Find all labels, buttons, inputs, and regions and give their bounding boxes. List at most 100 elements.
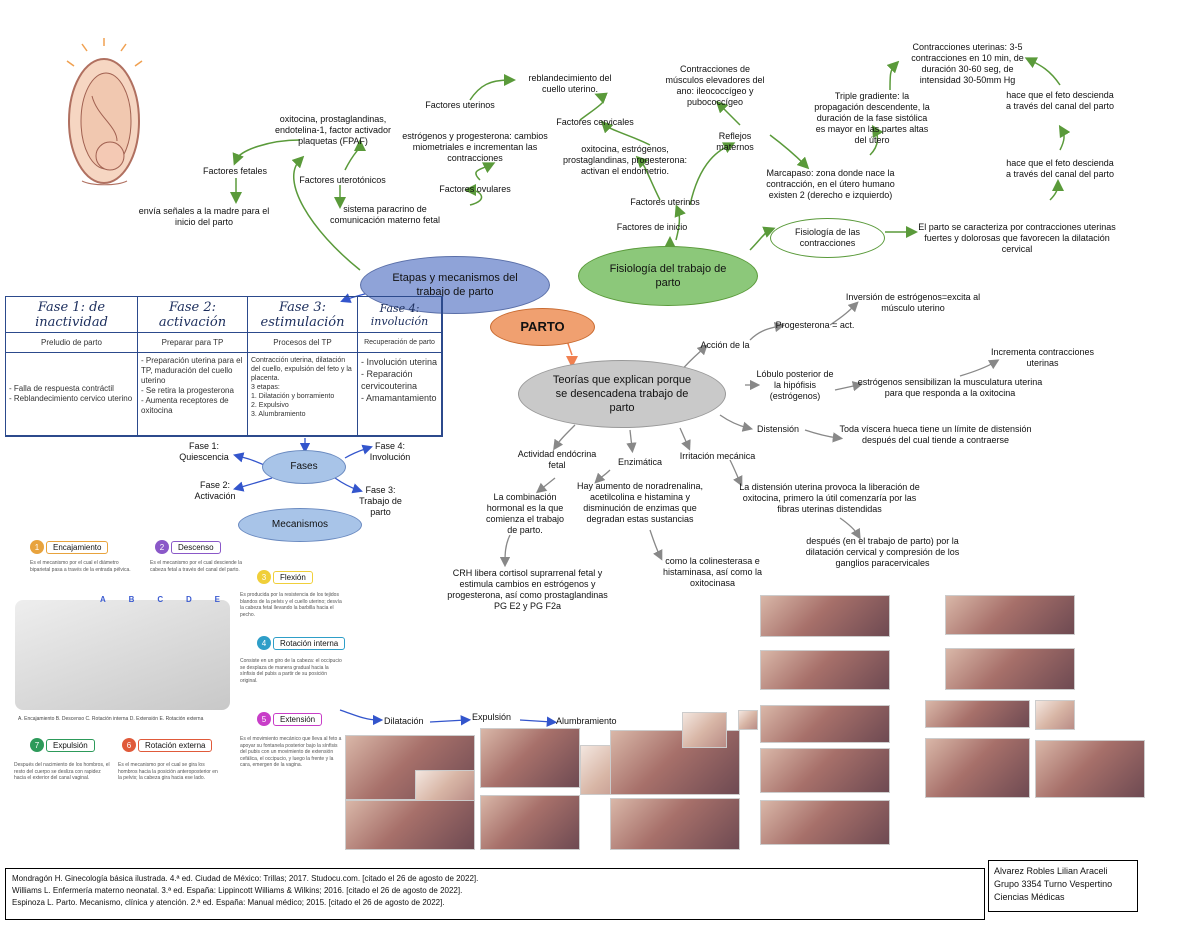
birth-image-14 (760, 800, 890, 845)
node-fisiologia: Fisiología del trabajo de parto (578, 246, 758, 306)
mecanismos-legend: A. Encajamiento B. Descenso C. Rotación … (18, 716, 204, 722)
reference-2: Williams L. Enfermería materno neonatal.… (12, 886, 463, 895)
author-group: Grupo 3354 Turno Vespertino (994, 879, 1113, 889)
hace-descender-1: hace que el feto descienda a través del … (1005, 90, 1115, 111)
mecanismo-step-label-6: Rotación externa (138, 739, 213, 752)
birth-image-19 (1035, 700, 1075, 730)
factores-uterinos-top: Factores uterinos (425, 100, 495, 110)
mecanismo-step-label-3: Flexión (273, 571, 313, 584)
factores-inicio: Factores de inicio (616, 222, 688, 232)
node-fisiologia-contracciones: Fisiología de las contracciones (770, 218, 885, 258)
letter-b: B (128, 595, 135, 604)
mecanismo-step-label-5: Extensión (273, 713, 323, 726)
envia-senales: envía señales a la madre para el inicio … (138, 206, 270, 227)
birth-image-2 (415, 770, 475, 802)
distension-uterina: La distensión uterina provoca la liberac… (739, 482, 920, 514)
fase-4-label: Fase 4: Involución (369, 441, 411, 462)
mecanismo-step-text-1: Es el mecanismo por el cual el diámetro … (30, 560, 131, 573)
letter-a: A (100, 595, 106, 604)
node-teorias-label: Teorías que explican porque se desencade… (552, 374, 692, 414)
mecanismos-letters: A B C D E (100, 595, 220, 609)
birth-image-20 (925, 738, 1030, 798)
birth-image-15 (738, 710, 758, 730)
references-box: Mondragón H. Ginecología básica ilustrad… (5, 868, 985, 920)
estrogenos-sensibilizan: estrógenos sensibilizan la musculatura u… (857, 377, 1043, 398)
node-mecanismos-label: Mecanismos (271, 519, 329, 530)
despues: después (en el trabajo de parto) por la … (805, 536, 960, 568)
birth-image-12 (760, 705, 890, 743)
letter-e: E (214, 595, 220, 604)
mecanismos-pelvis-image (15, 600, 230, 710)
hayaumento: Hay aumento de noradrenalina, acetilcoli… (576, 481, 704, 524)
irritacion: Irritación mecánica (679, 451, 756, 461)
factores-uterinos: Factores uterinos (630, 197, 700, 207)
birth-image-10 (760, 595, 890, 637)
birth-image-11 (760, 650, 890, 690)
mecanismo-step-text-6: Es el mecanismo por el cual se gira los … (118, 762, 218, 781)
factores-fetales: Factores fetales (202, 166, 268, 176)
oxitocina-endotelina: oxitocina, prostaglandinas, endotelina-1… (274, 114, 392, 146)
birth-image-17 (945, 648, 1075, 690)
birth-image-6 (480, 795, 580, 850)
reference-1: Mondragón H. Ginecología básica ilustrad… (12, 874, 479, 883)
node-fases-label: Fases (290, 461, 318, 472)
table-cell-2: - Preparación uterina para el TP, madura… (138, 353, 248, 436)
node-parto-label: PARTO (520, 319, 565, 334)
table-subheader-3: Procesos del TP (248, 333, 358, 353)
crh: CRH libera cortisol suprarrenal fetal y … (447, 568, 608, 611)
birth-image-16 (945, 595, 1075, 635)
letter-d: D (185, 595, 192, 604)
mecanismo-step-number-4: 4 (257, 636, 271, 650)
birth-image-13 (760, 748, 890, 793)
mecanismo-step-number-2: 2 (155, 540, 169, 554)
birth-image-21 (1035, 740, 1145, 798)
mecanismo-step-number-3: 3 (257, 570, 271, 584)
mecanismo-step-label-7: Expulsión (46, 739, 95, 752)
mecanismo-step-label-4: Rotación interna (273, 637, 346, 650)
toda-viscera: Toda víscera hueca tiene un límite de di… (839, 424, 1032, 445)
inversion: Inversión de estrógenos=excita al múscul… (845, 292, 981, 313)
reflejos-maternos: Reflejos maternos (716, 131, 754, 152)
mecanismo-step-number-5: 5 (257, 712, 271, 726)
estrogenos-progesterona: estrógenos y progesterona: cambios miome… (402, 131, 548, 163)
mecanismo-step-text-3: Es producida por la resistencia de los t… (240, 592, 342, 618)
table-cell-1: - Falla de respuesta contráctil - Reblan… (6, 353, 138, 436)
incrementa: Incrementa contracciones uterinas (990, 347, 1095, 368)
oxitocina-estrogenos: oxitocina, estrógenos, prostaglandinas, … (562, 144, 688, 176)
contracciones-musculos: Contracciones de músculos elevadores del… (665, 64, 765, 107)
mecanismo-step-number-6: 6 (122, 738, 136, 752)
table-cell-3: Contracción uterina, dilatación del cuel… (248, 353, 358, 436)
birth-image-4 (480, 728, 580, 788)
mecanismo-step-text-5: Es el movimiento mecánico que lleva al f… (240, 736, 342, 768)
letter-c: C (157, 595, 164, 604)
factores-cervicales: Factores cervicales (556, 117, 634, 127)
fase-2-label: Fase 2: Activación (194, 480, 236, 501)
birth-image-3 (345, 800, 475, 850)
table-subheader-1: Preludio de parto (6, 333, 138, 353)
table-cell-4: - Involución uterina - Reparación cervic… (358, 353, 442, 436)
fase-1-label: Fase 1: Quiescencia (179, 441, 229, 462)
reblandecimiento: reblandecimiento del cuello uterino. (528, 73, 612, 94)
mecanismo-step-text-4: Consiste en un giro de la cabeza: el occ… (240, 658, 342, 684)
author-box: Alvarez Robles Lilian Araceli Grupo 3354… (988, 860, 1138, 912)
contracciones-uterinas: Contracciones uterinas: 3-5 contraccione… (911, 42, 1024, 85)
phases-table: Fase 1: de inactividad Fase 2: activació… (5, 296, 443, 437)
fase-3-label: Fase 3: Trabajo de parto (359, 485, 402, 517)
author-name: Alvarez Robles Lilian Araceli (994, 866, 1108, 876)
marcapaso: Marcapaso: zona donde nace la contracció… (766, 168, 895, 200)
node-mecanismos: Mecanismos (238, 508, 362, 542)
lobulo: Lóbulo posterior de la hipófisis (estróg… (756, 369, 834, 401)
node-fases: Fases (262, 450, 346, 484)
actividad-endocrina: Actividad endócrina fetal (517, 449, 597, 470)
mecanismos-infographic: A B C D E A. Encajamiento B. Descenso C.… (10, 510, 345, 800)
hace-descender-2: hace que el feto descienda a través del … (1005, 158, 1115, 179)
colinesterasa: como la colinesterasa e histaminasa, así… (662, 556, 763, 588)
birth-image-8 (610, 798, 740, 850)
birth-image-9 (682, 712, 727, 748)
node-teorias: Teorías que explican porque se desencade… (518, 360, 726, 428)
table-header-4: Fase 4: involución (358, 297, 442, 333)
mecanismo-step-text-7: Después del nacimiento de los hombros, e… (14, 762, 110, 781)
author-course: Ciencias Médicas (994, 892, 1065, 902)
etapa-expulsion: Expulsión (472, 712, 512, 722)
distension: Distensión (756, 424, 800, 434)
